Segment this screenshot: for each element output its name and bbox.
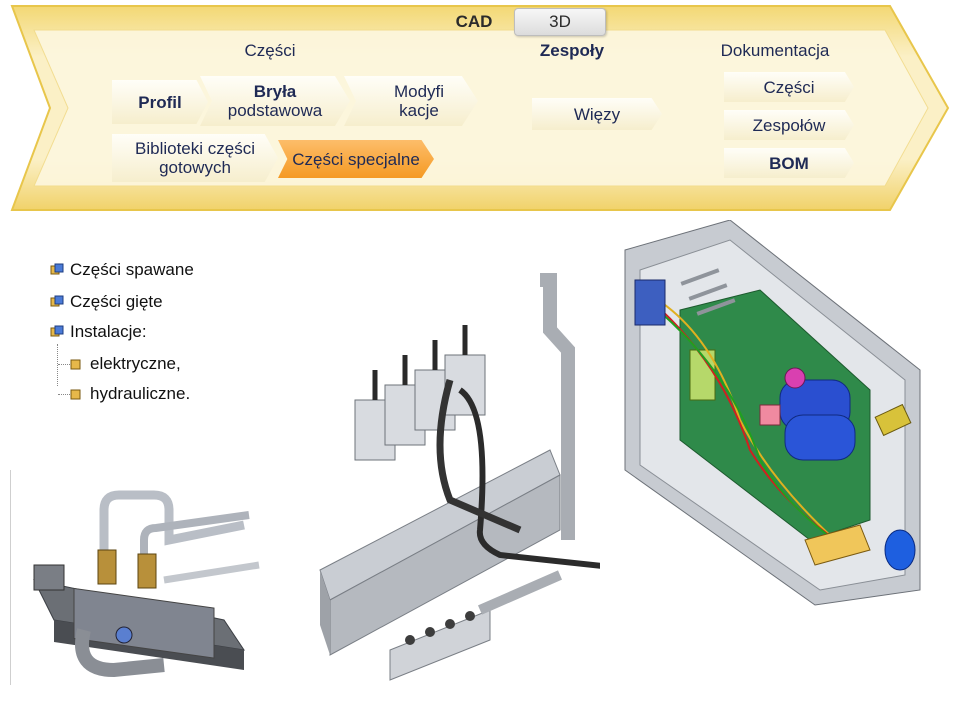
list-item: Części gięte bbox=[50, 292, 163, 312]
box-profile-label: Profil bbox=[138, 92, 182, 112]
hydraulic-manifold-render bbox=[33, 490, 260, 678]
box-modifications-line2: kacje bbox=[399, 101, 439, 120]
cube-bullet-icon bbox=[50, 295, 64, 307]
list-subitem: hydrauliczne. bbox=[70, 384, 190, 404]
box-library-parts: Biblioteki części gotowych bbox=[112, 134, 278, 182]
pneumatic-assembly-render bbox=[319, 273, 600, 681]
box-base-solid-line2: podstawowa bbox=[227, 101, 323, 120]
box-modifications-line1: Modyfi bbox=[393, 82, 445, 101]
box-library-line1: Biblioteki części bbox=[135, 139, 255, 158]
list-item-label: Części spawane bbox=[70, 260, 194, 279]
list-subitem-label: hydrauliczne. bbox=[90, 384, 191, 403]
electrical-enclosure-render bbox=[624, 220, 921, 606]
section-title-parts: Części bbox=[244, 41, 296, 60]
list-item: Części spawane bbox=[50, 260, 194, 280]
cube-bullet-icon bbox=[50, 263, 64, 275]
box-base-solid-line1: Bryła bbox=[253, 82, 297, 101]
list-item: Instalacje: bbox=[50, 322, 147, 342]
box-doc-bom-label: BOM bbox=[769, 153, 809, 173]
box-doc-bom: BOM bbox=[724, 148, 854, 178]
cube-bullet-icon bbox=[50, 325, 64, 337]
box-library-line2: gotowych bbox=[159, 158, 231, 177]
box-special-parts: Części specjalne bbox=[278, 140, 434, 178]
tab-3d[interactable]: 3D bbox=[514, 8, 606, 36]
box-special-parts-label: Części specjalne bbox=[292, 149, 420, 169]
list-item-label: Instalacje: bbox=[70, 322, 147, 341]
section-title-documentation: Dokumentacja bbox=[720, 41, 830, 60]
section-title-assemblies: Zespoły bbox=[539, 41, 605, 60]
box-doc-assemblies: Zespołów bbox=[724, 110, 854, 140]
box-constraints-label: Więzy bbox=[573, 104, 621, 124]
list-subitem: elektryczne, bbox=[70, 354, 181, 374]
box-doc-parts: Części bbox=[724, 72, 854, 102]
box-doc-assemblies-label: Zespołów bbox=[752, 115, 826, 135]
cube-bullet-icon bbox=[70, 389, 81, 400]
divider-line bbox=[10, 470, 11, 685]
list-subitem-label: elektryczne, bbox=[90, 354, 181, 373]
box-doc-parts-label: Części bbox=[763, 77, 815, 97]
list-item-label: Części gięte bbox=[70, 292, 163, 311]
box-constraints: Więzy bbox=[532, 98, 662, 130]
box-modifications: Modyfi kacje bbox=[344, 76, 478, 126]
box-profile: Profil bbox=[112, 80, 208, 124]
cube-bullet-icon bbox=[70, 359, 81, 370]
cad-label: CAD bbox=[455, 12, 493, 31]
box-base-solid: Bryła podstawowa bbox=[200, 76, 350, 126]
